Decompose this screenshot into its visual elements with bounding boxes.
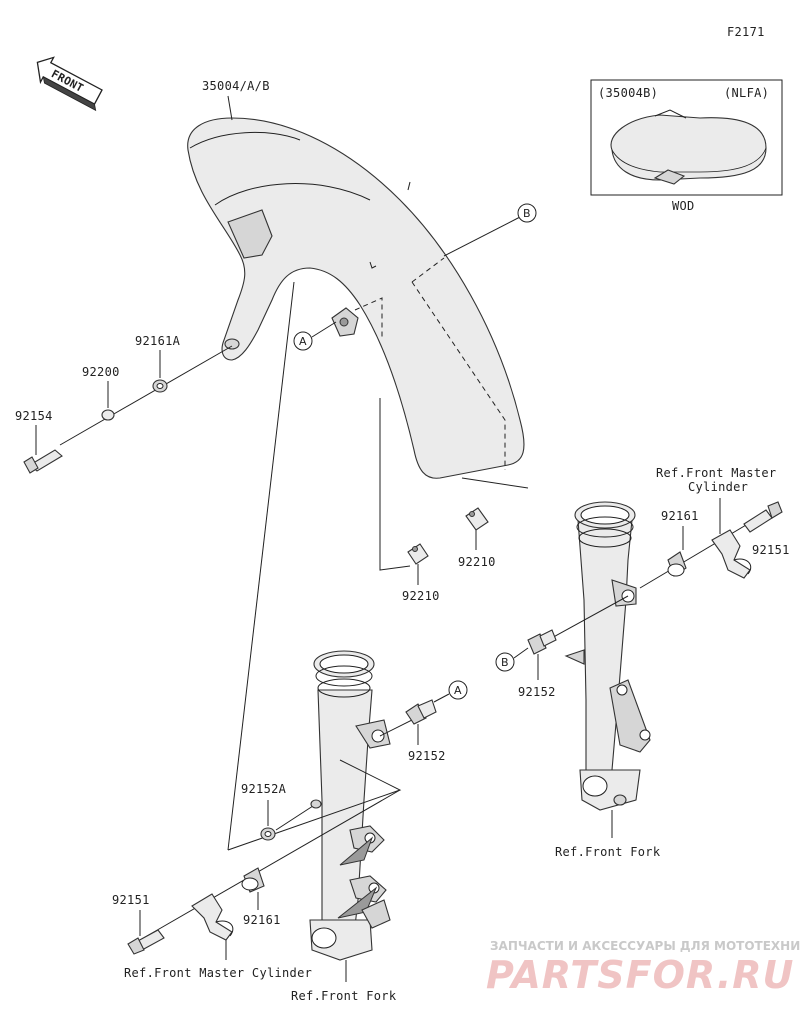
callout-b-bottom: B [495,647,529,672]
label-92161-left: 92161 [243,913,281,927]
diagram-code: F2171 [727,25,765,39]
washer-92200 [101,409,115,421]
callout-b-label: B [523,207,531,220]
master-cylinder-clamp-right [711,529,752,579]
callout-a-label: A [299,335,307,348]
label-front-fork-right: Ref.Front Fork [555,845,661,859]
collar-92161-right [667,551,687,577]
callout-a-top: A [293,321,337,351]
inset-right-label: (NLFA) [724,86,769,100]
bolt-92151-right [743,501,783,533]
collar-92152A-seat [310,799,322,809]
bolt-92152-right [527,629,557,655]
bolt-92154 [23,449,63,474]
label-92151-right: 92151 [752,543,790,557]
inset-left-label: (35004B) [598,86,658,100]
collar-92152A [260,827,276,841]
front-fork-right [564,501,651,811]
label-92151-left: 92151 [112,893,150,907]
bolt-92152-left [405,699,437,725]
callout-a-bottom: A [433,680,468,703]
watermark-line2: PARTSFOR.RU [486,953,794,997]
watermark-line1: ЗАПЧАСТИ И АКСЕССУАРЫ ДЛЯ МОТОТЕХНИКИ [490,939,800,953]
nut-92210-left [407,543,429,565]
label-92161A: 92161A [135,334,181,348]
inset-caption: WOD [672,199,695,213]
bolt-92151-left [127,929,165,955]
collar-92161-left [241,867,265,893]
label-92152-right: 92152 [518,685,556,699]
label-92152-left: 92152 [408,749,446,763]
label-92200: 92200 [82,365,120,379]
collar-92161A [152,379,168,393]
master-cylinder-clamp-left [191,893,234,941]
front-arrow-icon: FRONT [36,56,103,112]
label-92210-left: 92210 [402,589,440,603]
label-92210-right: 92210 [458,555,496,569]
label-35004: 35004/A/B [202,79,270,93]
front-fender [187,117,525,479]
label-92161-right: 92161 [661,509,699,523]
callout-a-bottom-label: A [454,684,462,697]
label-92154: 92154 [15,409,53,423]
callout-b-bottom-label: B [501,656,509,669]
callout-b-top: B [517,203,537,223]
nut-92210-right [465,507,489,531]
inset-variant-box: (35004B) (NLFA) WOD [590,79,783,213]
front-fork-left [309,650,391,961]
label-92152A: 92152A [241,782,287,796]
ref-master-cylinder-left: Ref.Front Master Cylinder [124,966,312,980]
label-front-fork-left: Ref.Front Fork [291,989,397,1003]
